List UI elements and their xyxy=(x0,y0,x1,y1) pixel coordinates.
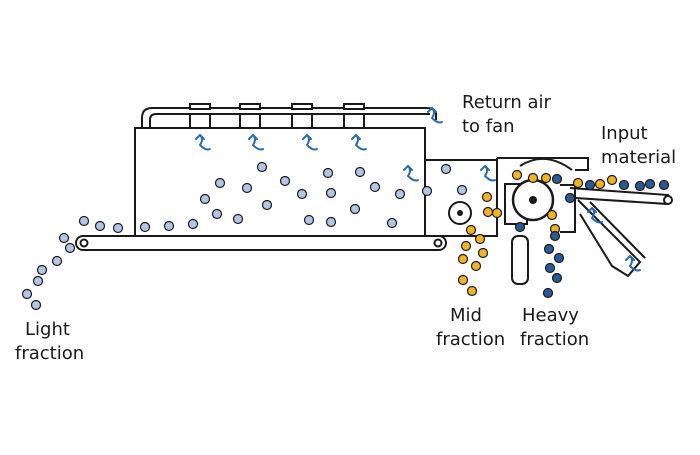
light-particle xyxy=(303,214,315,226)
rotor-drum xyxy=(511,178,555,222)
return-air-label: Return air to fan xyxy=(462,92,557,137)
mid-particle xyxy=(511,169,523,181)
light-particle xyxy=(296,188,308,200)
heavy-fraction-chute xyxy=(511,235,529,285)
airflow-arrow-icon xyxy=(427,106,443,124)
mid-particle xyxy=(477,247,489,259)
airflow-arrows xyxy=(195,106,641,272)
light-particle xyxy=(279,175,291,187)
light-particle xyxy=(51,255,63,267)
light-particle xyxy=(386,217,398,229)
heavy-particle xyxy=(553,252,565,264)
light-particles xyxy=(21,161,468,311)
mid-particle xyxy=(482,206,494,218)
light-particle xyxy=(163,220,175,232)
heavy-particle xyxy=(564,192,576,204)
heavy-particles xyxy=(514,173,670,299)
airflow-arrow-icon xyxy=(195,133,211,151)
mid-particle xyxy=(457,253,469,265)
light-fraction-label: Light fraction xyxy=(15,319,84,364)
airflow-arrow-icon xyxy=(480,164,496,182)
mid-particle xyxy=(546,209,558,221)
airflow-arrow-icon xyxy=(351,133,367,151)
heavy-particle xyxy=(618,179,630,191)
light-particle xyxy=(322,167,334,179)
return-air-duct xyxy=(141,103,437,128)
mid-particle xyxy=(491,207,503,219)
light-particle xyxy=(349,203,361,215)
heavy-particle xyxy=(549,230,561,242)
light-particle xyxy=(394,188,406,200)
heavy-particle xyxy=(514,221,526,233)
light-particle xyxy=(241,182,253,194)
light-particle xyxy=(325,187,337,199)
mid-particle xyxy=(540,172,552,184)
light-particle xyxy=(354,166,366,178)
mid-particle xyxy=(466,285,478,297)
mid-particle xyxy=(460,240,472,252)
light-particle xyxy=(36,264,48,276)
discharge-conveyor xyxy=(75,235,447,251)
heavy-particle xyxy=(634,180,646,192)
input-material-label: Input material xyxy=(601,123,676,168)
light-particle xyxy=(21,288,33,300)
mid-particle xyxy=(465,224,477,236)
input-hopper xyxy=(577,199,646,278)
mid-particles xyxy=(457,169,618,297)
mid-fraction-label: Mid fraction xyxy=(436,305,505,350)
heavy-particle xyxy=(658,179,670,191)
light-particle xyxy=(440,163,452,175)
light-particle xyxy=(32,275,44,287)
light-particle xyxy=(30,299,42,311)
mid-particle xyxy=(606,174,618,186)
light-particle xyxy=(261,199,273,211)
light-particle xyxy=(64,242,76,254)
heavy-particle xyxy=(543,243,555,255)
light-particle xyxy=(211,208,223,220)
airflow-arrow-icon xyxy=(587,206,603,224)
heavy-particle xyxy=(584,179,596,191)
mid-particle xyxy=(527,172,539,184)
heavy-fraction-label: Heavy fraction xyxy=(520,305,589,350)
heavy-particle xyxy=(544,262,556,274)
heavy-particle xyxy=(551,173,563,185)
transfer-roller xyxy=(448,201,472,225)
light-particle xyxy=(112,222,124,234)
heavy-particle xyxy=(551,272,563,284)
light-particle xyxy=(199,193,211,205)
mid-particle xyxy=(470,260,482,272)
light-particle xyxy=(94,220,106,232)
airflow-arrow-icon xyxy=(403,164,419,182)
light-particle xyxy=(456,184,468,196)
light-particle xyxy=(78,215,90,227)
light-particle xyxy=(214,177,226,189)
mid-particle xyxy=(594,178,606,190)
light-particle xyxy=(325,216,337,228)
light-particle xyxy=(139,221,151,233)
mid-particle xyxy=(481,191,493,203)
light-particle xyxy=(421,185,433,197)
light-particle xyxy=(256,161,268,173)
heavy-particle xyxy=(542,287,554,299)
light-particle xyxy=(187,218,199,230)
mid-particle xyxy=(474,233,486,245)
airflow-arrow-icon xyxy=(248,133,264,151)
mid-particle xyxy=(457,274,469,286)
airflow-arrow-icon xyxy=(625,254,641,272)
airflow-arrow-icon xyxy=(302,133,318,151)
light-particle xyxy=(232,213,244,225)
light-particle xyxy=(58,232,70,244)
input-conveyor xyxy=(569,187,673,206)
heavy-particle xyxy=(644,178,656,190)
mid-particle xyxy=(572,177,584,189)
light-particle xyxy=(369,181,381,193)
